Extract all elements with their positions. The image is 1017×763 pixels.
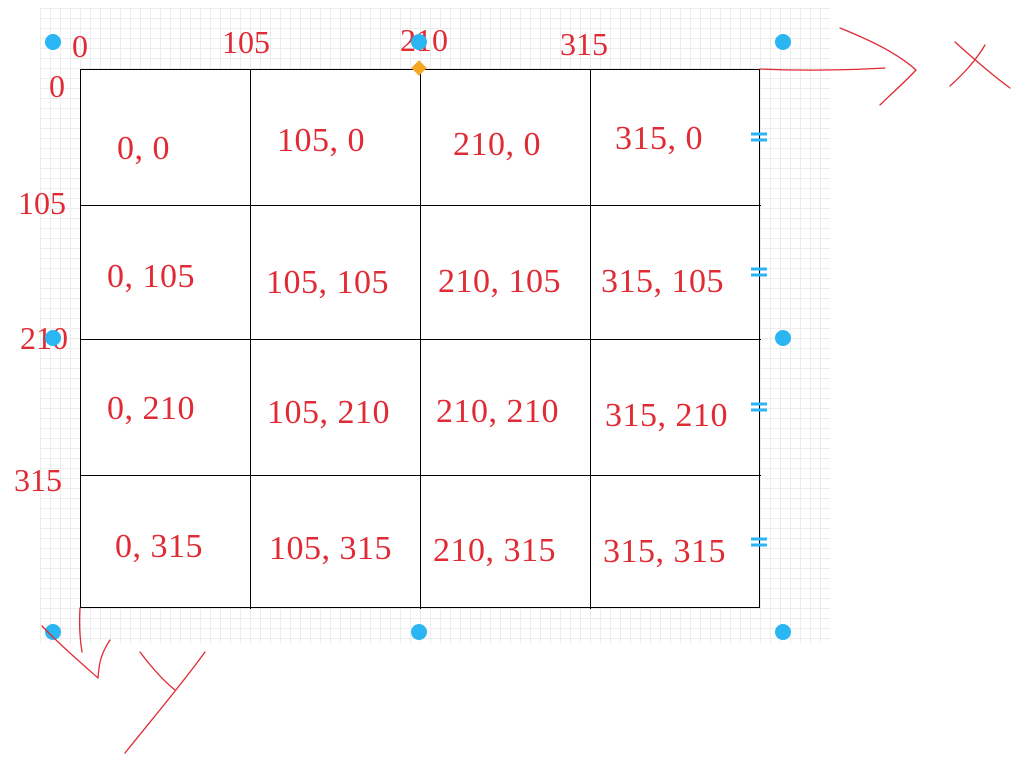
top-axis-label: 0 (72, 28, 88, 64)
resize-handle-top[interactable] (411, 34, 427, 50)
table-cell[interactable]: 210, 105 (421, 206, 591, 340)
cell-label: 315, 105 (601, 263, 724, 300)
cell-label: 0, 315 (115, 528, 203, 565)
table-cell[interactable]: 0, 210 (81, 340, 251, 476)
y-letter-icon (124, 651, 206, 754)
resize-handle-left[interactable] (45, 330, 61, 346)
row-resize-handle[interactable] (751, 400, 767, 415)
table-cell[interactable]: 105, 210 (251, 340, 421, 476)
table-cell[interactable]: 315, 315 (591, 476, 761, 609)
cell-label: 315, 315 (603, 533, 726, 570)
resize-handle-top-left[interactable] (45, 34, 61, 50)
resize-handle-bottom[interactable] (411, 624, 427, 640)
row-resize-handle[interactable] (751, 130, 767, 145)
cell-label: 0, 210 (107, 390, 195, 427)
table-cell[interactable]: 105, 105 (251, 206, 421, 340)
cell-label: 105, 210 (267, 394, 390, 431)
cell-label: 0, 0 (117, 130, 170, 167)
cell-label: 0, 105 (107, 258, 195, 295)
cell-label: 105, 105 (266, 264, 389, 301)
table-cell[interactable]: 315, 0 (591, 70, 761, 206)
table-cell[interactable]: 210, 315 (421, 476, 591, 609)
top-axis-label: 105 (222, 24, 270, 60)
resize-handle-bottom-left[interactable] (45, 624, 61, 640)
table-cell[interactable]: 105, 0 (251, 70, 421, 206)
cell-label: 315, 0 (615, 120, 703, 157)
y-axis-arrow-icon (41, 607, 111, 679)
resize-handle-bottom-right[interactable] (775, 624, 791, 640)
top-axis-label: 315 (560, 26, 608, 62)
x-letter-icon (949, 41, 1011, 89)
left-axis-label: 105 (18, 185, 66, 221)
cell-label: 210, 315 (433, 532, 556, 569)
x-axis-arrow-icon (759, 27, 917, 106)
table-cell[interactable]: 210, 0 (421, 70, 591, 206)
table-cell[interactable]: 0, 315 (81, 476, 251, 609)
cell-label: 210, 0 (453, 126, 541, 163)
row-resize-handle[interactable] (751, 265, 767, 280)
cell-label: 105, 0 (277, 122, 365, 159)
left-axis-label: 0 (49, 68, 65, 104)
cell-label: 210, 105 (438, 263, 561, 300)
resize-handle-top-right[interactable] (775, 34, 791, 50)
table-cell[interactable]: 105, 315 (251, 476, 421, 609)
cell-label: 210, 210 (436, 393, 559, 430)
left-axis-label: 315 (14, 462, 62, 498)
table-cell[interactable]: 210, 210 (421, 340, 591, 476)
table-cell[interactable]: 0, 105 (81, 206, 251, 340)
cell-label: 105, 315 (269, 530, 392, 567)
coordinate-table[interactable]: 0, 0 105, 0 210, 0 315, 0 0, 105 105, 10… (80, 69, 761, 609)
row-resize-handle[interactable] (751, 535, 767, 550)
cell-label: 315, 210 (605, 397, 728, 434)
table-cell[interactable]: 315, 105 (591, 206, 761, 340)
table-cell[interactable]: 315, 210 (591, 340, 761, 476)
resize-handle-right[interactable] (775, 330, 791, 346)
table-cell[interactable]: 0, 0 (81, 70, 251, 206)
